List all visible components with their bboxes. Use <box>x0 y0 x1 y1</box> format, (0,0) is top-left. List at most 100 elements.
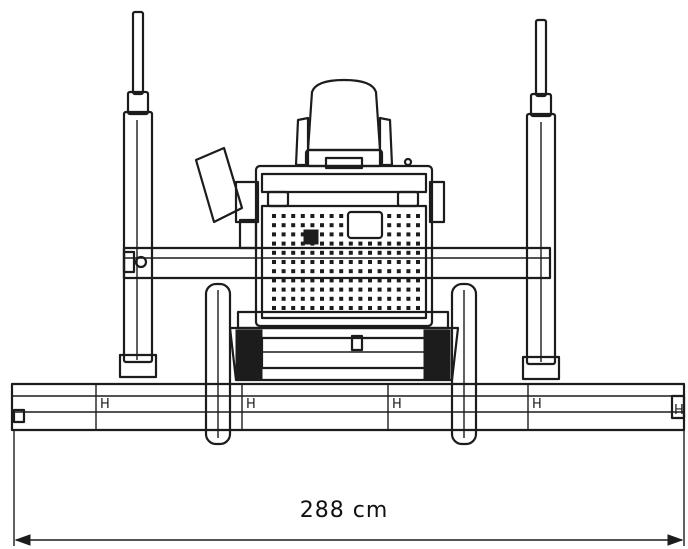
vent-hole <box>416 214 420 218</box>
vent-hole <box>272 250 276 255</box>
vent-hole <box>320 296 324 301</box>
vent-hole <box>272 223 276 228</box>
vent-hole <box>339 232 344 237</box>
left-wheel-post <box>204 282 232 446</box>
vent-hole <box>291 214 296 218</box>
vent-hole <box>368 296 372 301</box>
vent-hole <box>396 269 401 274</box>
vent-hole <box>396 296 401 301</box>
vent-hole <box>320 260 324 264</box>
vent-hole <box>310 214 315 218</box>
vent-hole <box>329 250 334 255</box>
right-bracket <box>403 157 446 224</box>
vent-hole <box>358 278 363 283</box>
vent-hole <box>329 306 334 310</box>
vent-hole <box>281 296 286 301</box>
vent-hole <box>377 287 382 292</box>
vent-hole <box>320 269 324 274</box>
vent-hole <box>416 260 420 264</box>
vent-hole <box>272 260 276 264</box>
control-panel <box>194 146 260 250</box>
vent-hole <box>416 223 420 228</box>
vent-hole <box>272 296 276 301</box>
vent-hole <box>377 241 382 246</box>
vent-hole <box>387 232 392 237</box>
vent-hole <box>358 296 363 301</box>
vent-hole <box>406 306 411 310</box>
vent-hole <box>329 260 334 264</box>
vent-hole <box>281 232 286 237</box>
vent-hole <box>329 241 334 246</box>
vent-hole <box>300 232 305 237</box>
vent-hole <box>396 250 401 255</box>
vent-hole <box>281 306 286 310</box>
vent-hole <box>339 250 344 255</box>
vent-hole <box>300 241 305 246</box>
vent-hole <box>416 241 420 246</box>
vent-hole <box>406 250 411 255</box>
left-mast <box>118 10 158 379</box>
vent-hole <box>406 214 411 218</box>
vent-hole <box>387 260 392 264</box>
vent-hole <box>339 260 344 264</box>
vent-hole <box>377 306 382 310</box>
vent-hole <box>348 269 353 274</box>
segment-mark-3: H <box>392 397 402 412</box>
vent-hole <box>348 241 353 246</box>
width-dimension-label: 288 cm <box>299 498 389 523</box>
vent-hole <box>339 278 344 283</box>
segment-mark-1: H <box>100 397 110 412</box>
vent-hole <box>291 241 296 246</box>
vent-hole <box>329 214 334 218</box>
vent-hole <box>291 223 296 228</box>
vent-hole <box>320 278 324 283</box>
vent-hole <box>281 250 286 255</box>
vent-hole <box>329 278 334 283</box>
vent-hole <box>358 287 363 292</box>
ventilation-grid <box>272 214 420 310</box>
vent-hole <box>300 306 305 310</box>
vent-hole <box>300 269 305 274</box>
vent-hole <box>377 278 382 283</box>
vent-hole <box>329 269 334 274</box>
vent-hole <box>348 250 353 255</box>
right-mast <box>521 18 561 381</box>
vent-hole <box>396 278 401 283</box>
vent-hole <box>406 278 411 283</box>
vent-hole <box>320 287 324 292</box>
vent-hole <box>291 306 296 310</box>
vent-hole <box>329 296 334 301</box>
vent-hole <box>281 214 286 218</box>
vent-hole <box>348 306 353 310</box>
vent-hole <box>368 278 372 283</box>
vent-hole <box>272 287 276 292</box>
vent-hole <box>368 306 372 310</box>
vent-hole <box>320 214 324 218</box>
vent-hole <box>339 269 344 274</box>
vent-hole <box>387 223 392 228</box>
vent-hole <box>272 232 276 237</box>
vent-hole <box>272 306 276 310</box>
segment-mark-5: H <box>674 403 684 418</box>
vent-hole <box>358 306 363 310</box>
vent-hole <box>320 241 324 246</box>
vent-hole <box>406 269 411 274</box>
cross-beam <box>122 246 552 280</box>
vent-hole <box>358 241 363 246</box>
vent-hole <box>320 232 324 237</box>
vent-hole <box>358 260 363 264</box>
vent-hole <box>310 260 315 264</box>
vent-hole <box>416 278 420 283</box>
vent-hole <box>310 223 315 228</box>
vent-hole <box>310 287 315 292</box>
vent-hole <box>396 241 401 246</box>
vent-hole <box>416 306 420 310</box>
vent-hole <box>348 278 353 283</box>
vent-hole <box>339 223 344 228</box>
vent-hole <box>320 223 324 228</box>
vent-hole <box>358 269 363 274</box>
vent-hole <box>368 287 372 292</box>
vent-hole <box>291 287 296 292</box>
vent-hole <box>377 260 382 264</box>
